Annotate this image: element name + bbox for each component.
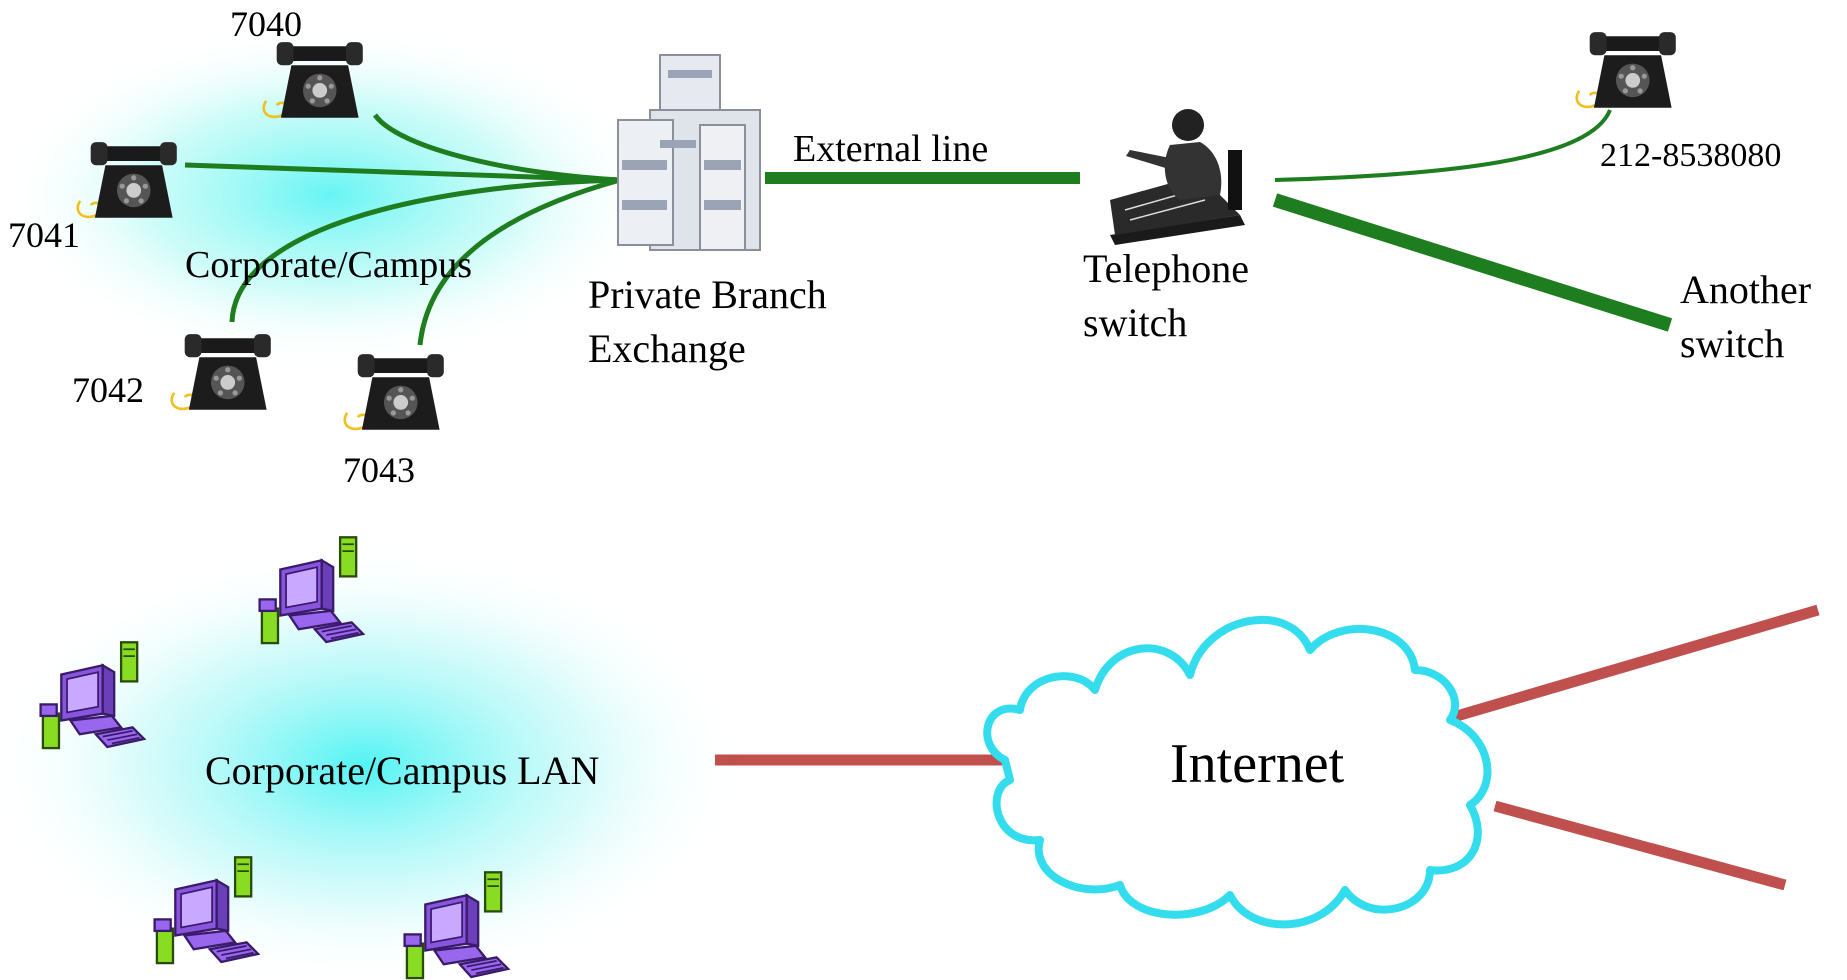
pbx-cabinet-icon[interactable] [617, 54, 761, 251]
data-network-section: Corporate/Campus LAN Internet [0, 536, 1820, 980]
campus-label: Corporate/Campus [185, 244, 472, 286]
trunk-another-switch [1272, 193, 1673, 332]
internet-cloud-icon[interactable] [983, 615, 1492, 929]
switch-label: Telephone switch [1083, 246, 1259, 345]
phone-7043-icon[interactable] [343, 352, 446, 432]
phone-remote-icon[interactable] [1575, 30, 1678, 110]
link-internet-east-2 [1493, 800, 1787, 891]
link-7042-pbx [229, 177, 621, 323]
campus-lan-area [0, 545, 745, 980]
link-7043-pbx [417, 177, 621, 346]
ext-7040-label: 7040 [230, 4, 302, 44]
another-switch-label: Another switch [1680, 267, 1821, 366]
campus-phone-area [0, 25, 660, 365]
data-links [715, 604, 1820, 891]
external-line-label: External line [793, 128, 988, 170]
ext-7042-label: 7042 [72, 370, 144, 410]
phone-7042-icon[interactable] [170, 332, 273, 412]
internet-label: Internet [1170, 733, 1345, 795]
ext-7043-label: 7043 [343, 450, 415, 490]
remote-number-label: 212-8538080 [1600, 137, 1781, 174]
ext-7041-label: 7041 [8, 215, 80, 255]
telephony-section: 7040 7041 7042 7043 Corporate/Campus Pri… [0, 4, 1821, 490]
pbx-label: Private Branch Exchange [588, 272, 837, 371]
lan-label: Corporate/Campus LAN [205, 748, 599, 793]
link-internet-east-1 [1448, 604, 1820, 724]
link-7041-pbx [184, 162, 621, 183]
link-switch-remote [1274, 109, 1612, 182]
phone-links [184, 109, 1673, 346]
switchboard-operator-icon[interactable] [1110, 109, 1245, 245]
